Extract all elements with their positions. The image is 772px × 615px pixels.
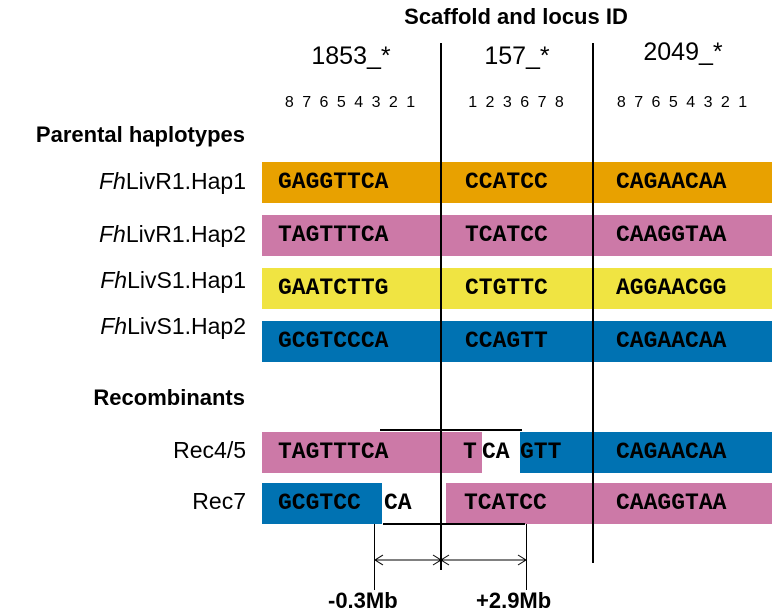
rec7-pink-segment: TCATCC CAAGGTAA [446, 483, 772, 524]
seq-2049: CAAGGTAA [616, 222, 727, 248]
seq-2049: CAAGGTAA [616, 490, 727, 516]
positions-157: 1 2 3 6 7 8 [468, 94, 566, 111]
positions-1853: 8 7 6 5 4 3 2 1 [284, 94, 418, 111]
seq-1853: TAGTTTCA [278, 222, 389, 248]
rec7-unresolved-segment: CA [382, 483, 442, 524]
divider-157-2049 [592, 43, 594, 563]
seq-1853: GAGGTTCA [278, 169, 389, 195]
section-parental-haplotypes: Parental haplotypes [35, 122, 245, 147]
rec4-5-interval-line [380, 429, 522, 431]
rec4-5-blue-segment: GTT CAGAACAA [520, 432, 772, 473]
row-label-livr1-hap1: FhLivR1.Hap1 [98, 168, 246, 194]
seq-1853: GCGTCCCA [278, 328, 389, 354]
haplotype-bar-livr1-hap2: TAGTTTCA TCATCC CAAGGTAA [262, 215, 772, 256]
row-label-rec7: Rec7 [192, 488, 246, 514]
divider-1853-157 [440, 43, 442, 570]
rec4-5-pink-segment-1853: TAGTTTCA [262, 432, 442, 473]
rec7-blue-segment: GCGTCC [262, 483, 382, 524]
row-label-livr1-hap2: FhLivR1.Hap2 [98, 221, 246, 247]
distance-left-label: -0.3Mb [328, 588, 398, 613]
positions-2049: 8 7 6 5 4 3 2 1 [616, 94, 750, 111]
locus-1853: 1853_* [311, 42, 391, 70]
seq-157-blue: GTT [520, 439, 562, 465]
locus-157: 157_* [484, 42, 550, 70]
left-distance-tick [374, 524, 375, 590]
figure-title: Scaffold and locus ID [404, 4, 628, 29]
seq-2049: CAGAACAA [616, 439, 727, 465]
seq-157: CTGTTC [465, 275, 548, 301]
seq-157-unresolved: CA [482, 439, 510, 465]
seq-157: CCATCC [465, 169, 548, 195]
distance-arrows-icon [374, 554, 527, 566]
seq-1853-blue: GCGTCC [278, 490, 361, 516]
seq-2049: CAGAACAA [616, 328, 727, 354]
seq-157: CCAGTT [465, 328, 548, 354]
section-recombinants: Recombinants [93, 385, 245, 410]
locus-2049: 2049_* [643, 38, 723, 66]
rec4-5-unresolved-segment: CA [482, 432, 520, 473]
haplotype-bar-livs1-hap2: GCGTCCCA CCAGTT CAGAACAA [262, 321, 772, 362]
seq-1853: GAATCTTG [278, 275, 389, 301]
rec7-interval-line [383, 523, 525, 525]
seq-2049: AGGAACGG [616, 275, 727, 301]
seq-157-pink: T [463, 439, 477, 465]
distance-right-label: +2.9Mb [476, 588, 552, 613]
row-label-rec4-5: Rec4/5 [173, 437, 246, 463]
seq-157: TCATCC [464, 490, 547, 516]
right-distance-tick [526, 524, 527, 590]
haplotype-bar-livs1-hap1: GAATCTTG CTGTTC AGGAACGG [262, 268, 772, 309]
seq-1853: TAGTTTCA [278, 439, 389, 465]
rec4-5-pink-segment-157: T [442, 432, 482, 473]
seq-1853-unresolved: CA [384, 490, 412, 516]
row-label-livs1-hap1: FhLivS1.Hap1 [100, 267, 246, 293]
seq-157: TCATCC [465, 222, 548, 248]
seq-2049: CAGAACAA [616, 169, 727, 195]
haplotype-bar-livr1-hap1: GAGGTTCA CCATCC CAGAACAA [262, 162, 772, 203]
row-label-livs1-hap2: FhLivS1.Hap2 [100, 313, 246, 339]
